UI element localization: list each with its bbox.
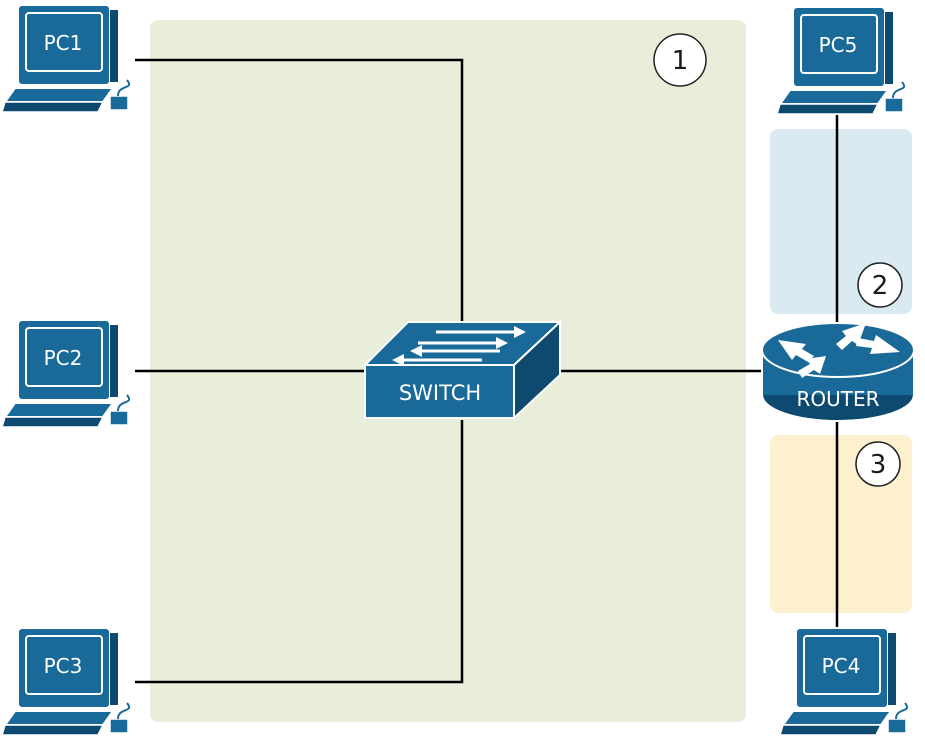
pc5-label: PC5 <box>819 33 858 57</box>
computer-icon <box>775 6 905 115</box>
pc3-label: PC3 <box>44 654 83 678</box>
router-arrows-icon <box>778 323 900 378</box>
zone-3-badge: 3 <box>855 441 901 487</box>
switch-arrows-icon <box>392 326 526 366</box>
links <box>135 58 839 684</box>
pc2-device[interactable]: PC2 <box>0 319 130 428</box>
pc2-label: PC2 <box>44 346 83 370</box>
switch-icon <box>362 319 563 421</box>
computer-icon <box>0 627 130 736</box>
switch-label: SWITCH <box>399 381 481 405</box>
pc4-label: PC4 <box>822 654 861 678</box>
zone-1-badge: 1 <box>653 33 707 87</box>
zone-2-badge: 2 <box>857 262 903 308</box>
zone-3-number: 3 <box>870 450 887 480</box>
computer-icon <box>0 319 130 428</box>
zone-1-number: 1 <box>672 46 689 76</box>
link-pc1-switch <box>135 58 464 322</box>
router-icon <box>761 322 915 422</box>
router-label: ROUTER <box>796 387 879 411</box>
pc4-device[interactable]: PC4 <box>778 627 908 736</box>
pc1-device[interactable]: PC1 <box>0 4 130 113</box>
pc1-label: PC1 <box>44 31 83 55</box>
switch-device[interactable]: SWITCH <box>362 319 563 421</box>
router-device[interactable]: ROUTER <box>761 322 915 422</box>
link-pc3-switch <box>135 420 464 684</box>
pc5-device[interactable]: PC5 <box>775 6 905 115</box>
computer-icon <box>778 627 908 736</box>
computer-icon <box>0 4 130 113</box>
pc3-device[interactable]: PC3 <box>0 627 130 736</box>
zone-2-number: 2 <box>872 271 889 301</box>
